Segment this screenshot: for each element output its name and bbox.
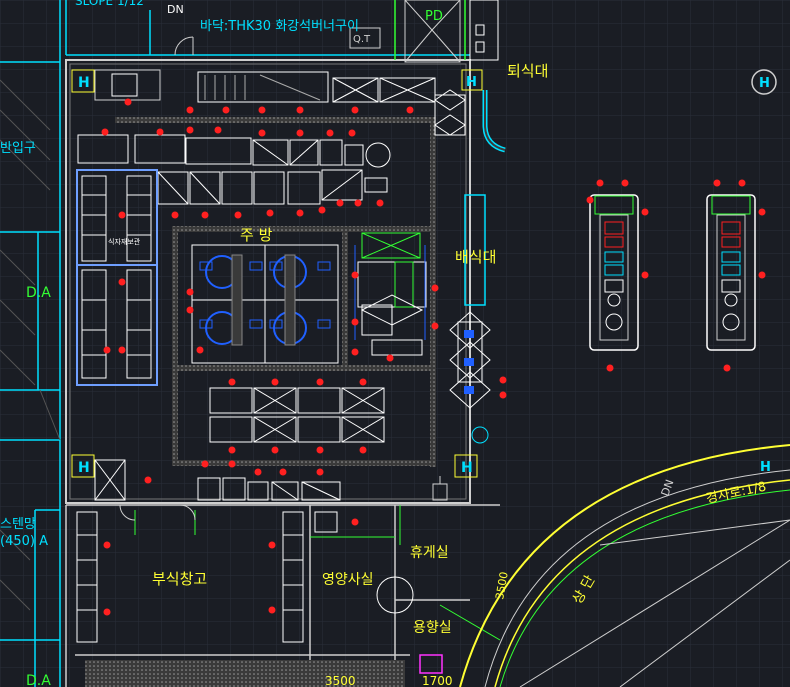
serving-counter — [449, 194, 491, 409]
dn-right-label: DN — [659, 478, 677, 498]
qt-label: Q.T — [353, 34, 371, 45]
h-marks — [71, 69, 777, 478]
equipment-bottom-row — [94, 459, 341, 501]
stair-marker — [432, 476, 448, 501]
h-mark-6: H — [760, 460, 771, 475]
equipment-number-markers — [101, 98, 766, 616]
glass-hatch-left — [0, 79, 61, 611]
return-counter — [434, 0, 506, 153]
h-mark-4: H — [466, 75, 477, 90]
cooking-area-center — [191, 244, 339, 364]
equipment-third-row — [157, 169, 388, 205]
h-mark-5: H — [759, 76, 770, 91]
hatched-corridors — [115, 117, 436, 467]
lower-racks — [76, 511, 414, 643]
doors — [119, 36, 196, 521]
pd-label: PD — [425, 9, 443, 24]
baesikdae-label: 배식대 — [455, 248, 496, 266]
toesikdae-label: 퇴식대 — [507, 62, 548, 80]
vent-size-label: (450) A — [0, 534, 48, 549]
hyugye-label: 휴게실 — [410, 545, 449, 561]
da-top-label: D.A — [26, 285, 51, 301]
small-room-label: 식자재보관 — [108, 237, 141, 246]
kitchen-outer-wall — [65, 59, 471, 504]
dim-3500-label: 3500 — [325, 674, 356, 687]
top-structures — [349, 0, 461, 63]
slope-label: SLOPE 1/12 — [75, 0, 144, 8]
dim-1700-label: 1700 — [422, 674, 453, 687]
lower-rooms-green — [134, 505, 501, 641]
jubang-label: 주 방 — [240, 226, 273, 244]
busik-label: 부식창고 — [152, 570, 207, 588]
serving-cart-2 — [706, 194, 756, 351]
yeongyang-label: 영양사실 — [322, 572, 374, 588]
cold-storage-left — [76, 169, 158, 386]
lower-hatch-strip — [85, 660, 405, 687]
h-mark-2: H — [78, 460, 90, 476]
hyanghwa-label: 용향실 — [413, 620, 452, 636]
floor-note: 바닥:THK30 화강석버너구이 — [200, 19, 359, 34]
h-mark-3: H — [461, 460, 473, 476]
left-building-lines — [0, 0, 470, 687]
equipment-second-row — [77, 134, 391, 168]
prep-tables-lower — [209, 387, 385, 443]
vent-label: 스텐망 — [0, 517, 36, 532]
stage-arcs — [459, 444, 790, 687]
magenta-fixture — [419, 654, 443, 674]
da-bottom-label: D.A — [26, 673, 51, 687]
entrance-label: 반입구 — [0, 141, 36, 156]
serving-cart-1 — [589, 194, 639, 351]
dim-3500-vertical-label: 3500 — [493, 571, 511, 601]
h-mark-1: H — [78, 75, 90, 91]
lower-rooms-walls — [65, 504, 500, 687]
dn-label: DN — [167, 3, 184, 16]
